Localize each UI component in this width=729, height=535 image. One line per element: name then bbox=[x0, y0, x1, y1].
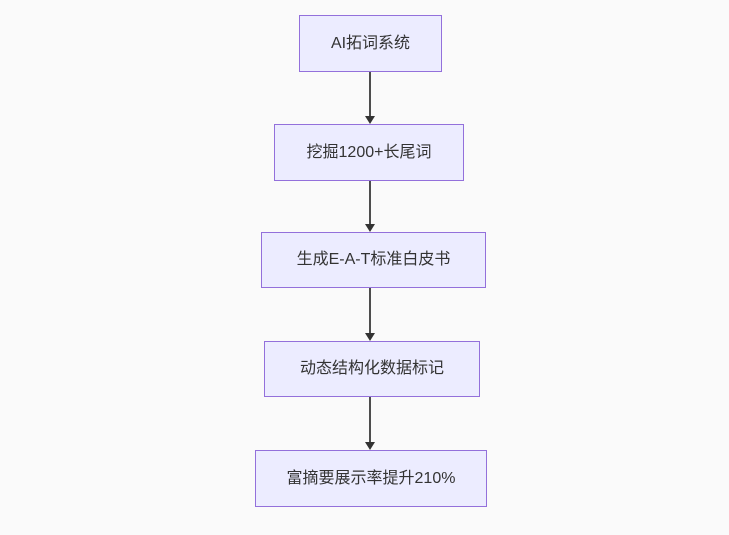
arrowhead-down-icon bbox=[365, 333, 375, 341]
edge-arrow-4 bbox=[364, 397, 376, 450]
edge-line bbox=[369, 288, 371, 334]
node-label: AI拓词系统 bbox=[330, 34, 411, 52]
edge-arrow-2 bbox=[364, 181, 376, 232]
edge-arrow-3 bbox=[364, 288, 376, 341]
flowchart-node-ai-word-expansion-system: AI拓词系统 bbox=[299, 15, 442, 72]
arrowhead-down-icon bbox=[365, 442, 375, 450]
arrowhead-down-icon bbox=[365, 224, 375, 232]
node-label: 挖掘1200+长尾词 bbox=[306, 143, 432, 161]
arrowhead-down-icon bbox=[365, 116, 375, 124]
edge-line bbox=[369, 181, 371, 225]
node-label: 动态结构化数据标记 bbox=[299, 360, 444, 378]
edge-line bbox=[369, 397, 371, 443]
flowchart-node-generate-eat-whitepaper: 生成E-A-T标准白皮书 bbox=[261, 232, 486, 288]
edge-line bbox=[369, 72, 371, 117]
flowchart-node-dynamic-structured-data-markup: 动态结构化数据标记 bbox=[264, 341, 480, 397]
node-label: 生成E-A-T标准白皮书 bbox=[296, 251, 451, 269]
node-label: 富摘要展示率提升210% bbox=[286, 469, 456, 487]
flowchart-node-rich-snippet-rate-increase: 富摘要展示率提升210% bbox=[255, 450, 487, 507]
flowchart-node-mine-longtail-keywords: 挖掘1200+长尾词 bbox=[274, 124, 464, 181]
edge-arrow-1 bbox=[364, 72, 376, 124]
